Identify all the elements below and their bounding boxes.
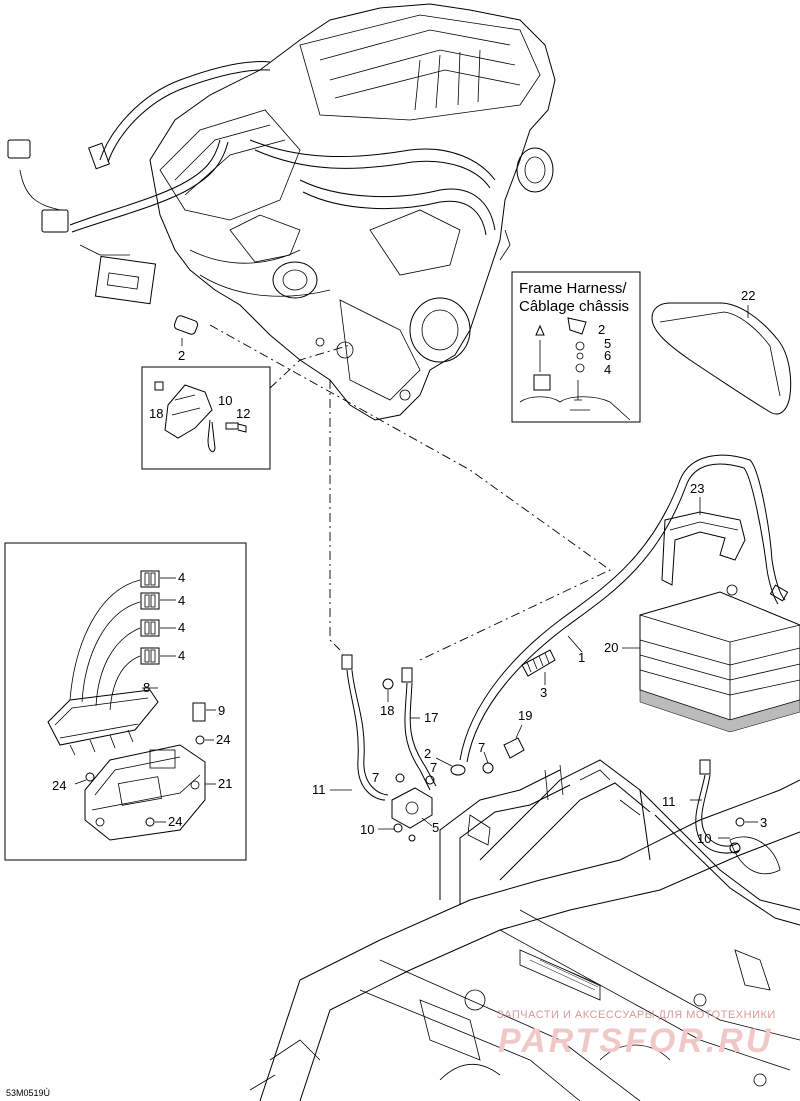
callout-5-main: 5 [432,820,439,835]
fuse-4 [140,647,160,665]
drawing-code: 53M0519Ù [6,1088,50,1098]
callout-24-b: 24 [52,778,66,793]
washer-18 [382,678,394,690]
callout-24-c: 24 [168,814,182,829]
callout-24-a: 24 [216,732,230,747]
battery-strap-23 [661,497,746,586]
callout-6-inset: 6 [604,348,611,363]
callout-2-main: 2 [424,746,431,761]
callout-10-left: 10 [218,393,232,408]
fuse-3 [140,619,160,637]
callout-10-main: 10 [360,822,374,837]
callout-12: 12 [236,406,250,421]
fuse-2 [140,592,160,610]
watermark-tagline: ЗАПЧАСТИ И АКСЕССУАРЫ ДЛЯ МОТОТЕХНИКИ [497,1009,776,1021]
pad-22 [651,302,792,415]
engine-illustration [149,3,556,421]
callout-4-fuse3: 4 [178,620,185,635]
callout-8: 8 [143,680,150,695]
callout-7-b: 7 [430,760,437,775]
callout-23: 23 [690,481,704,496]
callout-4-fuse1: 4 [178,570,185,585]
ground-cable-11 [330,654,389,801]
sensor-inset [141,344,351,470]
inset-title-line1: Frame Harness/ [519,280,627,297]
fuse-box-inset [4,542,247,861]
callout-2-inset: 2 [598,322,605,337]
callout-18-main: 18 [380,703,394,718]
fuse-1 [140,570,160,588]
chassis-frame [249,759,800,1101]
callout-19: 19 [518,708,532,723]
callout-5-inset: 5 [604,336,611,351]
callout-4-fuse2: 4 [178,593,185,608]
frame-harness-inset: Frame Harness/ Câblage châssis [511,271,641,423]
callout-11-right: 11 [662,794,676,809]
bulb-part [173,315,199,346]
leader-lines [209,324,611,661]
battery-20 [622,584,800,733]
engine-harness-illustration [7,61,271,305]
callout-22: 22 [741,288,755,303]
watermark-logo: PARTSFOR.RU [498,1022,773,1060]
nut-7-c [482,751,494,774]
callout-9: 9 [218,703,225,718]
inset-title-line2: Câblage châssis [519,298,629,315]
callout-4-inset: 4 [604,362,611,377]
cable-17 [401,667,437,791]
boot-19 [503,724,525,759]
callout-10-right: 10 [697,831,711,846]
callout-4-fuse4: 4 [178,648,185,663]
callout-11-main: 11 [312,782,326,797]
callout-1: 1 [578,650,585,665]
callout-3-right: 3 [760,815,767,830]
callout-17: 17 [424,710,438,725]
boot-3 [521,649,556,685]
cap-2-main [435,757,466,776]
solenoid-5 [391,773,435,842]
callout-7-c: 7 [478,740,485,755]
battery-cable-1 [459,454,789,763]
callout-18-left: 18 [149,406,163,421]
callout-2-bulb: 2 [178,348,185,363]
callout-21: 21 [218,776,232,791]
callout-7-a: 7 [372,770,379,785]
callout-3-main: 3 [540,685,547,700]
ground-cable-11-right [690,759,758,854]
callout-20: 20 [604,640,618,655]
